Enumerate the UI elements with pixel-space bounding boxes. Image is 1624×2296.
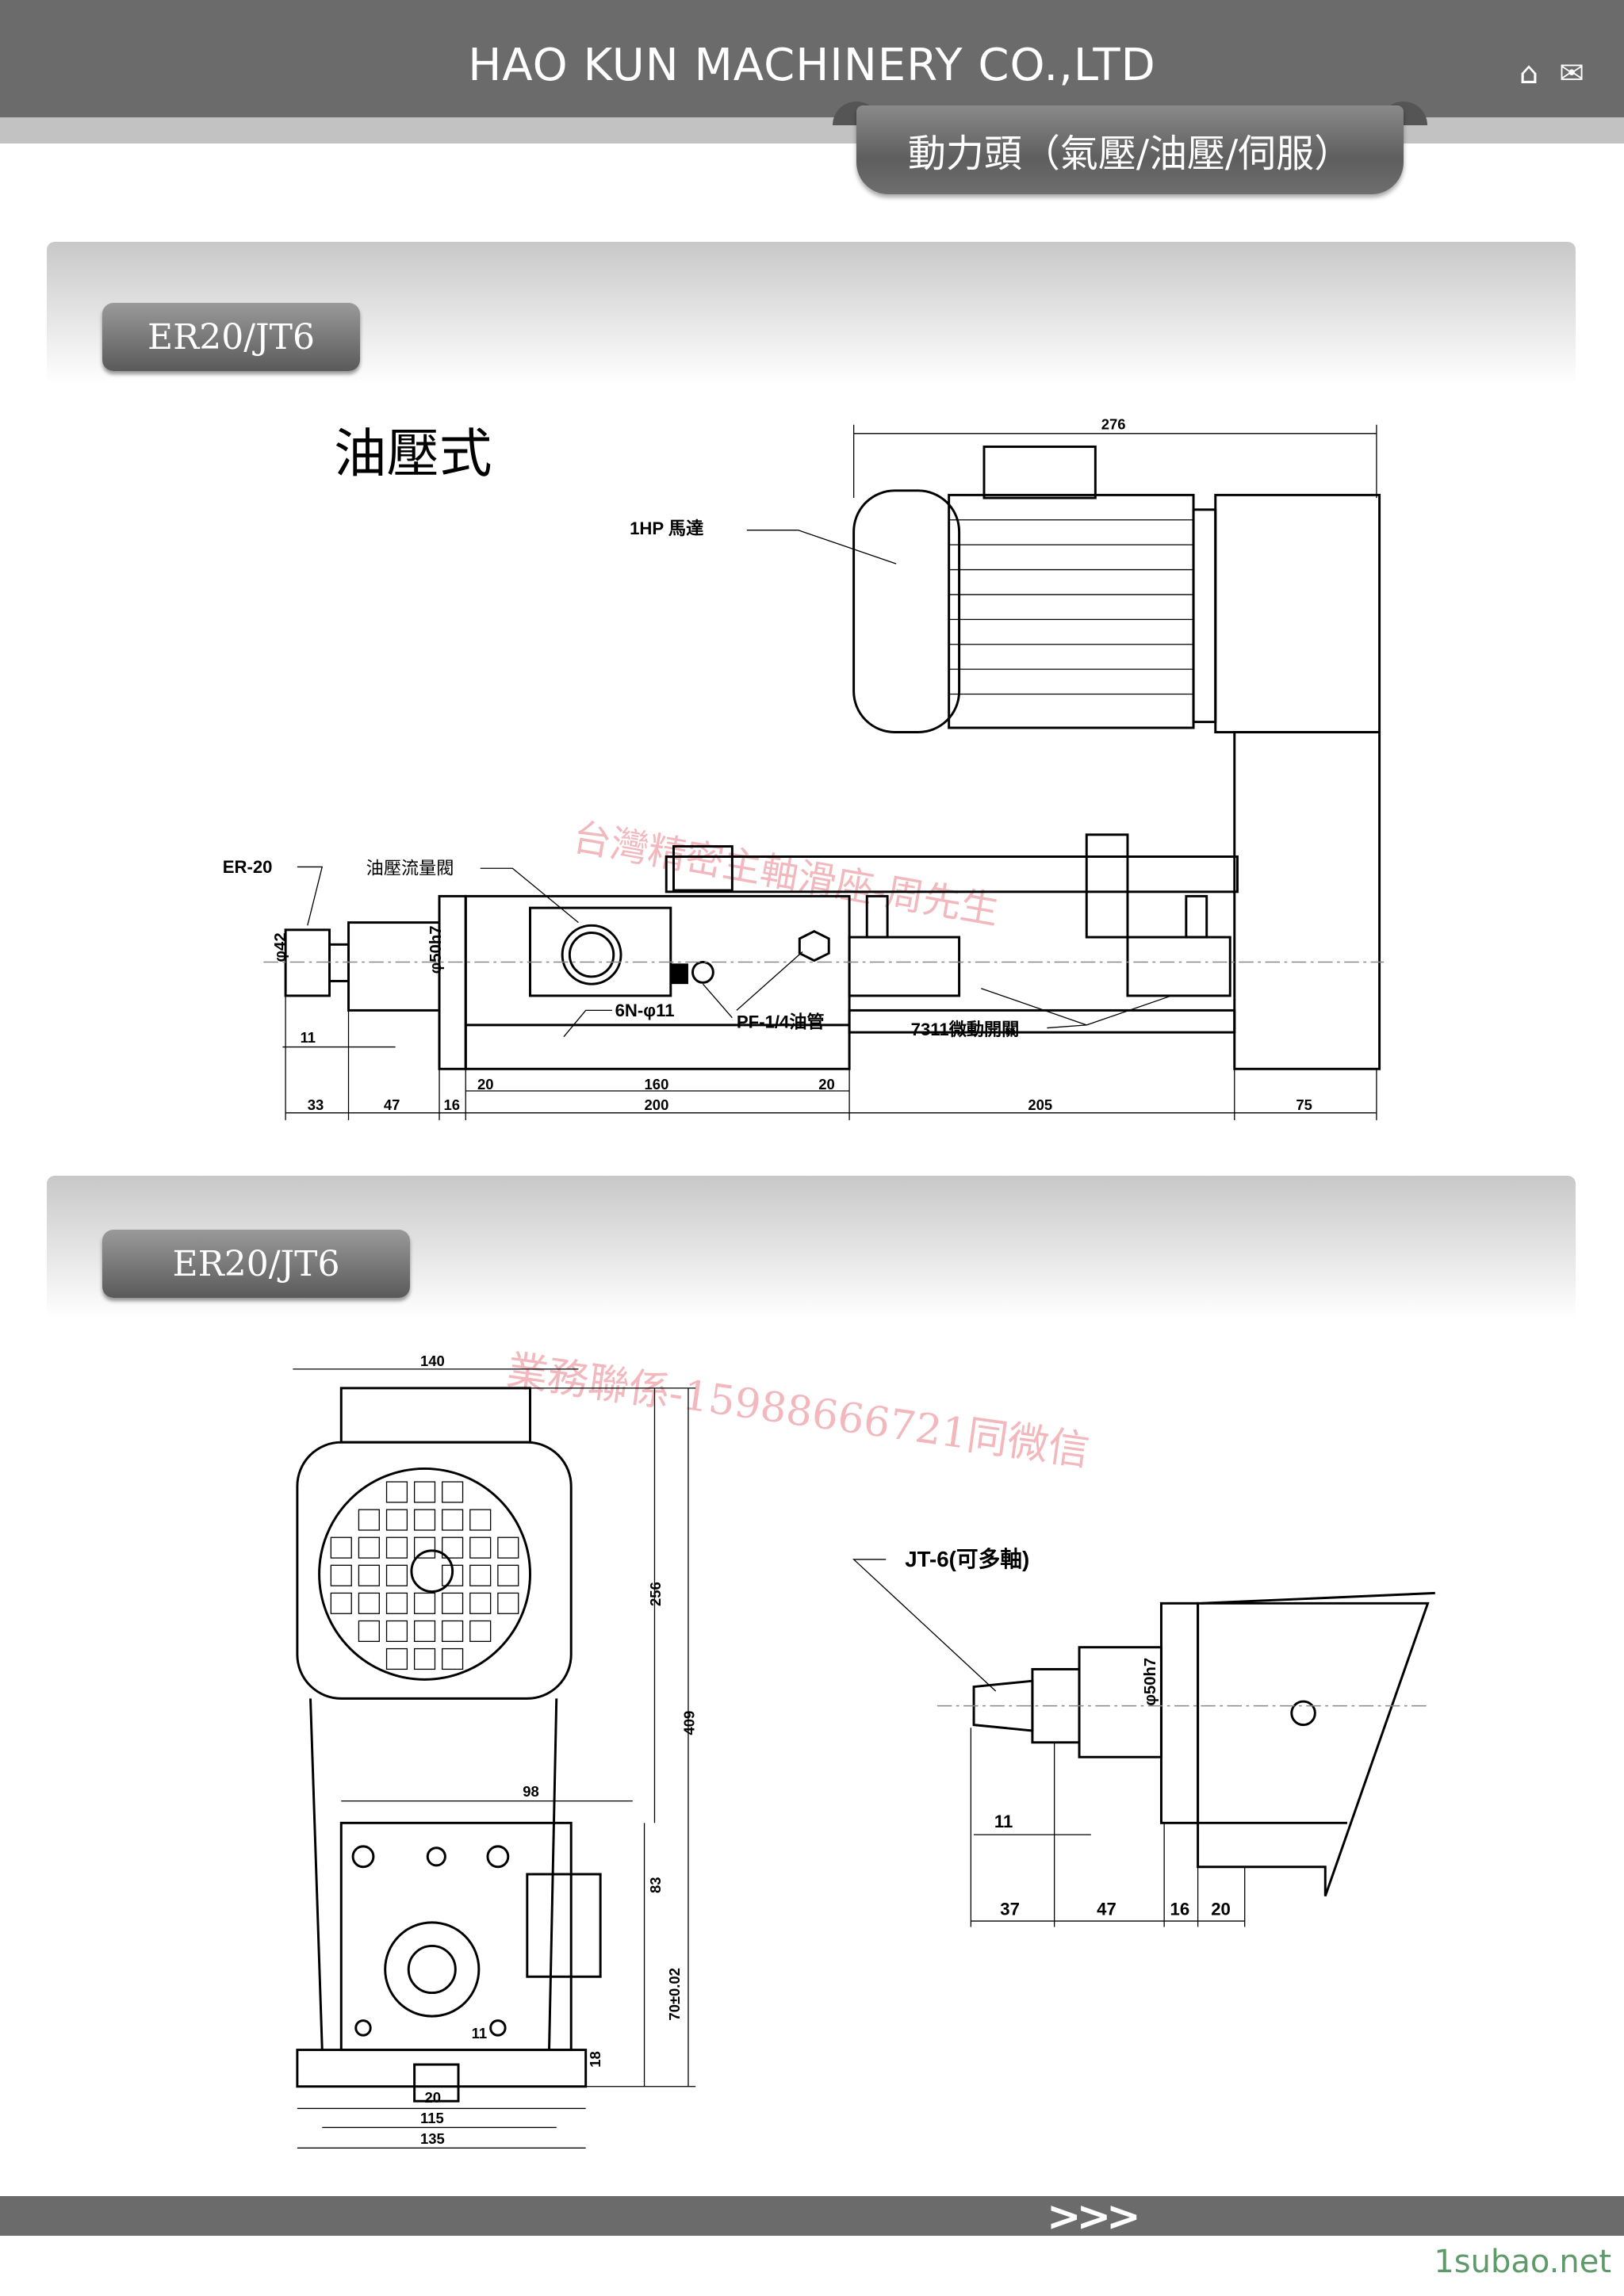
grille-square [413, 1620, 436, 1642]
grille-square [358, 1620, 380, 1642]
grille-square [442, 1509, 464, 1531]
grille-square [358, 1564, 380, 1586]
dim-75: 75 [1296, 1096, 1312, 1113]
grille-square [385, 1481, 408, 1503]
grille-square [358, 1536, 380, 1559]
grille-square [442, 1647, 464, 1670]
grille-square [330, 1536, 352, 1559]
header-icons: ⌂ ✉ [1519, 55, 1584, 90]
dim-20-right: 20 [818, 1076, 835, 1093]
grille-square [413, 1509, 436, 1531]
section2-tab[interactable]: ER20/JT6 [102, 1230, 410, 1298]
grille-square [497, 1592, 519, 1614]
grille-square [358, 1592, 380, 1614]
label-er20: ER-20 [223, 857, 273, 877]
grille-square [469, 1620, 492, 1642]
grille-square [469, 1536, 492, 1559]
grille-square [385, 1509, 408, 1531]
label-6n-holes: 6N-φ11 [615, 1001, 675, 1020]
dim-409: 409 [680, 1711, 697, 1735]
dim-20-left: 20 [477, 1076, 494, 1093]
dim-98: 98 [523, 1783, 539, 1800]
dim-33: 33 [308, 1096, 324, 1113]
grille-square [442, 1536, 464, 1559]
watermark: 台灣精密主軸滑座-周先生 [569, 815, 1002, 934]
grille-square [442, 1564, 464, 1586]
grille-square [469, 1564, 492, 1586]
dim-47: 47 [384, 1096, 400, 1113]
dim-16-detail: 16 [1170, 1900, 1190, 1919]
drawing-jt6-detail: JT-6(可多軸) φ50h7 11 37 47 16 20 [852, 1547, 1435, 1927]
grille-square [385, 1620, 408, 1642]
dim-70: 70±0.02 [666, 1968, 683, 2021]
dim-205: 205 [1028, 1096, 1052, 1113]
dim-47-detail: 47 [1097, 1900, 1116, 1919]
dim-16: 16 [444, 1096, 461, 1113]
dim-256: 256 [647, 1582, 664, 1606]
grille-square [413, 1481, 436, 1503]
dim-11: 11 [301, 1029, 316, 1046]
grille-square [469, 1509, 492, 1531]
grille-square [442, 1592, 464, 1614]
grille-square [385, 1592, 408, 1614]
label-jt6: JT-6(可多軸) [905, 1547, 1029, 1571]
dim-83: 83 [647, 1877, 664, 1893]
dim-135: 135 [420, 2130, 445, 2147]
grille-square [330, 1564, 352, 1586]
footer-bar [0, 2196, 1624, 2236]
company-title: HAO KUN MACHINERY CO.,LTD [468, 40, 1156, 91]
grille-square [413, 1536, 436, 1559]
next-arrows[interactable]: >>> [1047, 2193, 1141, 2241]
dim-160: 160 [645, 1076, 669, 1093]
dim-11: 11 [472, 2025, 488, 2042]
category-ribbon[interactable]: 動力頭（氣壓/油壓/伺服） [856, 105, 1404, 194]
label-phi42: φ42 [272, 932, 289, 962]
grille-square [385, 1564, 408, 1586]
grille-square [497, 1536, 519, 1559]
label-phi50h7-detail: φ50h7 [1142, 1658, 1159, 1706]
dim-276: 276 [1101, 415, 1126, 432]
grille-square [413, 1647, 436, 1670]
label-phi50h7: φ50h7 [427, 925, 445, 974]
grille-square [413, 1592, 436, 1614]
dim-115: 115 [420, 2110, 444, 2126]
section1-tab[interactable]: ER20/JT6 [102, 303, 360, 371]
home-icon[interactable]: ⌂ [1519, 55, 1539, 90]
dim-11-detail: 11 [994, 1812, 1013, 1831]
grille-square [358, 1509, 380, 1531]
grille-square [442, 1481, 464, 1503]
grille-square [442, 1620, 464, 1642]
grille-square [385, 1647, 408, 1670]
dim-18: 18 [587, 2051, 603, 2068]
grille-square [385, 1536, 408, 1559]
dim-20-detail: 20 [1211, 1900, 1231, 1919]
site-watermark: 1subao.net [1434, 2244, 1611, 2280]
mail-icon[interactable]: ✉ [1559, 55, 1584, 90]
dim-140: 140 [420, 1353, 445, 1369]
dim-200: 200 [645, 1096, 669, 1113]
label-pf-pipe: PF-1/4油管 [737, 1012, 825, 1032]
dim-20: 20 [425, 2089, 442, 2106]
drawing-hydraulic-side-view: 油壓式 台灣精密主軸滑座-周先生 276 1HP 馬達 [223, 415, 1385, 1120]
grille-square [330, 1592, 352, 1614]
header-bar [0, 0, 1624, 117]
dim-37: 37 [1000, 1900, 1020, 1919]
drawing-title: 油壓式 [334, 425, 492, 484]
watermark: 業務聯係-15988666721同微信 [504, 1347, 1092, 1476]
label-flow-valve: 油壓流量閥 [366, 859, 454, 878]
drawing-front-view: 業務聯係-15988666721同微信 140 409 256 83 70±0.… [293, 1347, 1092, 2149]
label-micro-switch: 7311微動開關 [911, 1020, 1020, 1039]
grille-square [497, 1564, 519, 1586]
grille-square [469, 1592, 492, 1614]
label-motor: 1HP 馬達 [630, 519, 704, 538]
